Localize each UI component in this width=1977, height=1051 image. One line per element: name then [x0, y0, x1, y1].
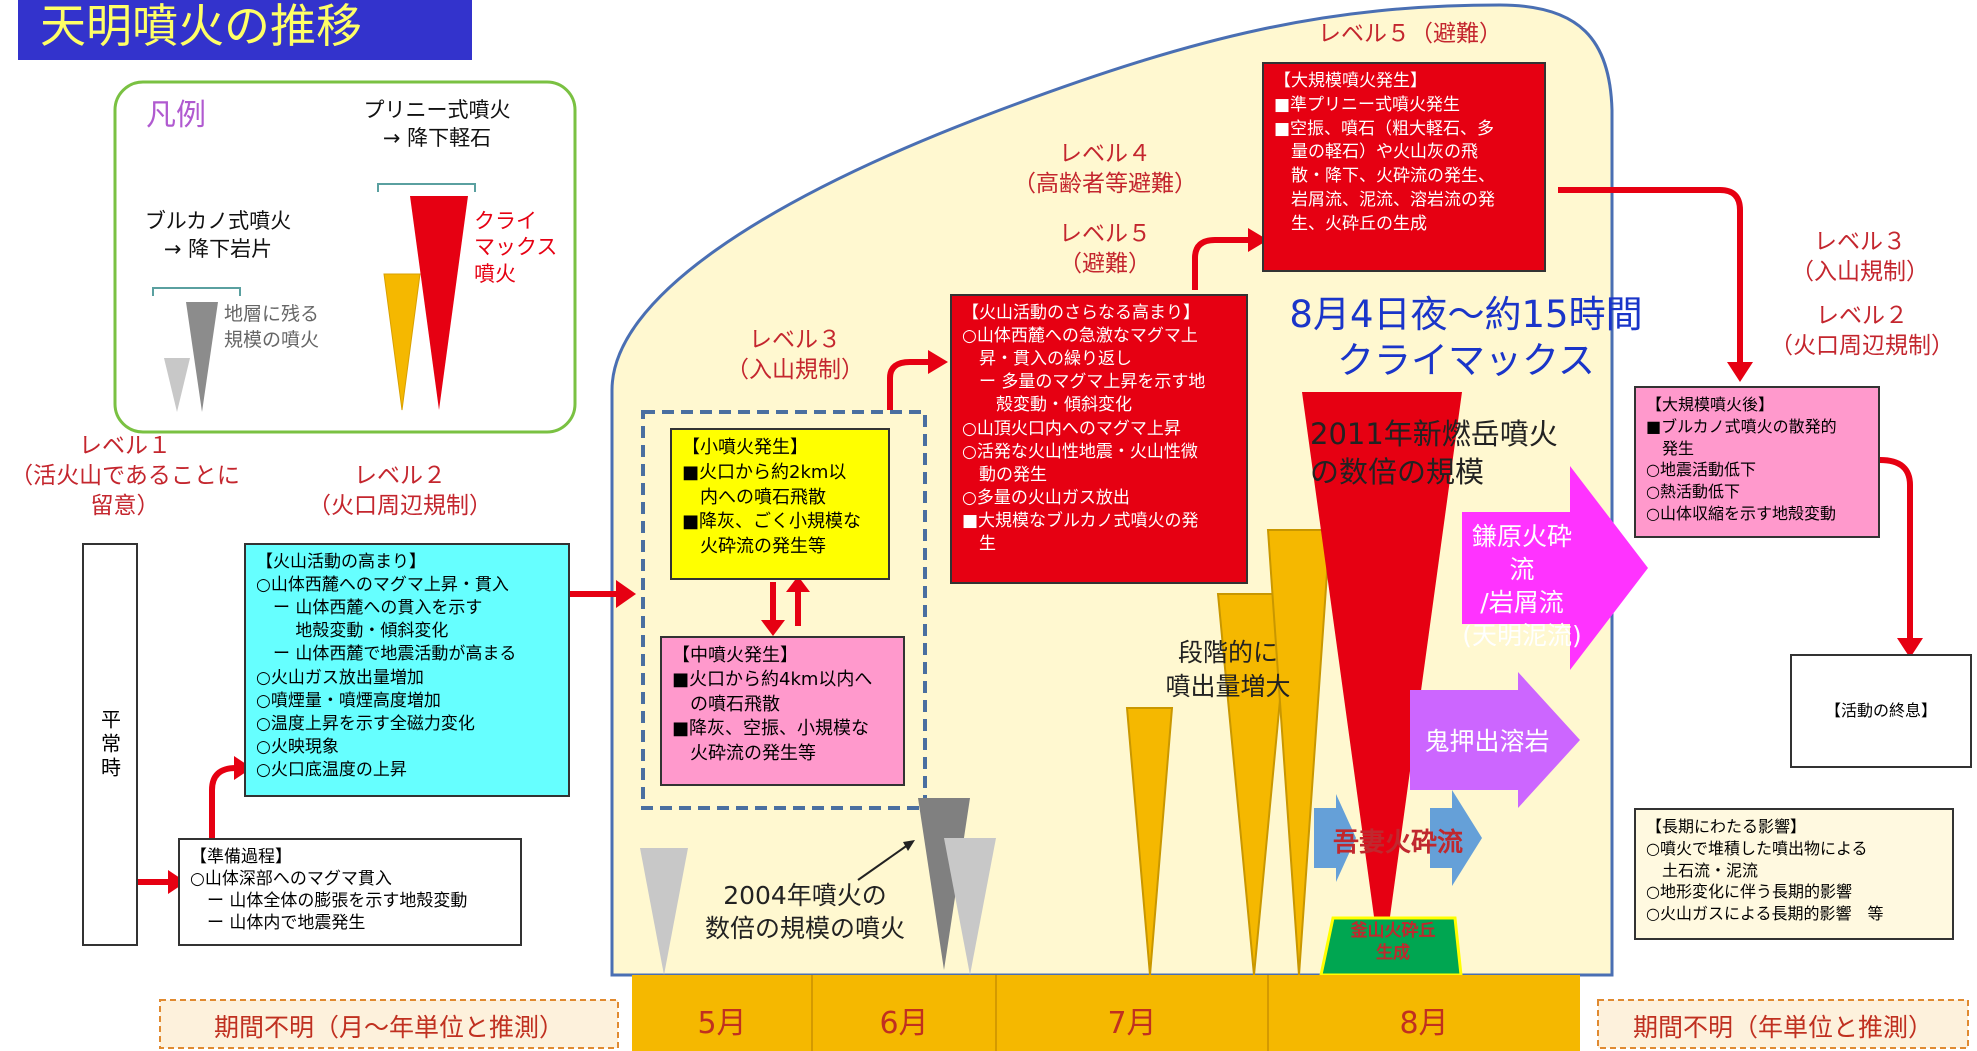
preparation-box: 【準備過程】 ○山体深部へのマグマ貫入 ー 山体全体の膨張を示す地殻変動 ー 山… — [178, 838, 522, 946]
medium-eruption-box: 【中噴火発生】 ■火口から約4km以内へ の噴石飛散 ■降灰、空振、小規模な 火… — [660, 636, 905, 786]
month-june: 6月 — [879, 1006, 929, 1041]
agatsuma-right-arrow — [1430, 790, 1482, 886]
climax-annotation: 8月4日夜～約15時間 クライマックス — [1289, 293, 1643, 383]
page-title: 天明噴火の推移 — [18, 0, 472, 60]
climax-red-cone — [1302, 392, 1462, 975]
flow-arrowheads — [168, 228, 1923, 894]
month-august: 8月 — [1399, 1006, 1449, 1041]
legend-panel — [113, 80, 577, 434]
eruption-2004-note: 2004年噴火の 数倍の規模の噴火 — [704, 881, 905, 943]
onioshidashi-label: 鬼押出溶岩 — [1424, 727, 1550, 756]
timeline-right-frame — [1597, 999, 1969, 1049]
timeline-right-unknown: 期間不明（年単位と推測） — [1632, 1013, 1933, 1042]
large-eruption-box: 【大規模噴火発生】 ■準プリニー式噴火発生 ■空振、噴石（粗大軽石、多 量の軽石… — [1262, 62, 1546, 272]
kambara-arrow — [1462, 466, 1648, 670]
legend-small-cone-icon — [164, 358, 190, 412]
normal-time-box: 平常時 — [82, 543, 138, 946]
level2-right-label: レベル２ （火口周辺規制） — [1770, 303, 1954, 359]
normal-time-label: 平常時 — [97, 708, 122, 781]
long-term-effects-box: 【長期にわたる影響】 ○噴火で堆積した噴出物による 土石流・泥流 ○地形変化に伴… — [1634, 808, 1954, 940]
gray-cone-may — [640, 848, 688, 975]
shinmoe-note: 2011年新燃岳噴火 の数倍の規模 — [1310, 417, 1558, 489]
level3-label: レベル３ （入山規制） — [726, 327, 864, 383]
stepwise-note: 段階的に 噴出量増大 — [1165, 638, 1291, 701]
flow-arrows — [138, 187, 1913, 885]
level5-mid-label: レベル５ （避難） — [1059, 221, 1151, 277]
orange-cone-2 — [1216, 593, 1292, 976]
level3-right-label: レベル３ （入山規制） — [1791, 229, 1929, 285]
legend-climax-label: クライ マックス 噴火 — [474, 209, 558, 286]
month-may: 5月 — [697, 1006, 747, 1041]
level4-label: レベル４ （高齢者等避難） — [1013, 141, 1197, 197]
legend-vulcanian-bracket — [152, 287, 241, 296]
timeline-months-bar — [632, 975, 1580, 1051]
legend-red-cone-icon — [410, 196, 468, 410]
legend-plinian-label: プリニー式噴火 → 降下軽石 — [363, 98, 511, 151]
agatsuma-label: 吾妻火砕流 — [1332, 828, 1463, 858]
activity-end-box: 【活動の終息】 — [1790, 654, 1972, 768]
agatsuma-left-arrow — [1314, 794, 1356, 882]
activity-rise-box: 【火山活動の高まり】 ○山体西麓へのマグマ上昇・貫入 ー 山体西麓への貫入を示す… — [244, 543, 570, 797]
level5-top-label: レベル５（避難） — [1318, 21, 1502, 47]
kambara-label: 鎌原火砕流 /岩屑流 (天明泥流) — [1462, 522, 1582, 650]
legend-plinian-bracket — [377, 183, 476, 192]
note-2004-arrowhead-icon — [903, 840, 915, 851]
orange-cone-3 — [1266, 529, 1332, 976]
legend-strata-label: 地層に残る 規模の噴火 — [224, 303, 320, 351]
orange-cone-1 — [1125, 707, 1174, 976]
legend-vulcanian-label: ブルカノ式噴火 → 降下岩片 — [144, 209, 292, 262]
kamayama-label: 釜山火砕丘 生成 — [1350, 921, 1436, 964]
legend-heading: 凡例 — [146, 98, 206, 133]
month-july: 7月 — [1107, 1006, 1157, 1041]
level2-label: レベル２ （火口周辺規制） — [308, 463, 492, 519]
timeline-left-frame — [159, 999, 619, 1049]
title-text: 天明噴火の推移 — [40, 0, 362, 53]
dashed-group-frame — [641, 410, 927, 810]
after-large-eruption-box: 【大規模噴火後】 ■ブルカノ式噴火の散発的 発生 ○地震活動低下 ○熱活動低下 … — [1634, 386, 1880, 538]
small-eruption-box: 【小噴火発生】 ■火口から約2km以 内への噴石飛散 ■降灰、ごく小規模な 火砕… — [670, 428, 890, 580]
gray-cone-june-light — [944, 838, 996, 975]
onioshidashi-arrow — [1410, 672, 1580, 808]
legend-orange-cone-icon — [383, 273, 421, 411]
further-rise-box: 【火山活動のさらなる高まり】 ○山体西麓への急激なマグマ上 昇・貫入の繰り返し … — [950, 294, 1248, 584]
timeline-left-unknown: 期間不明（月～年単位と推測） — [213, 1013, 564, 1042]
level1-label: レベル１ （活火山であることに 留意） — [10, 433, 240, 519]
legend-vulcanian-cone-icon — [186, 302, 218, 412]
note-2004-pointer — [857, 841, 913, 881]
